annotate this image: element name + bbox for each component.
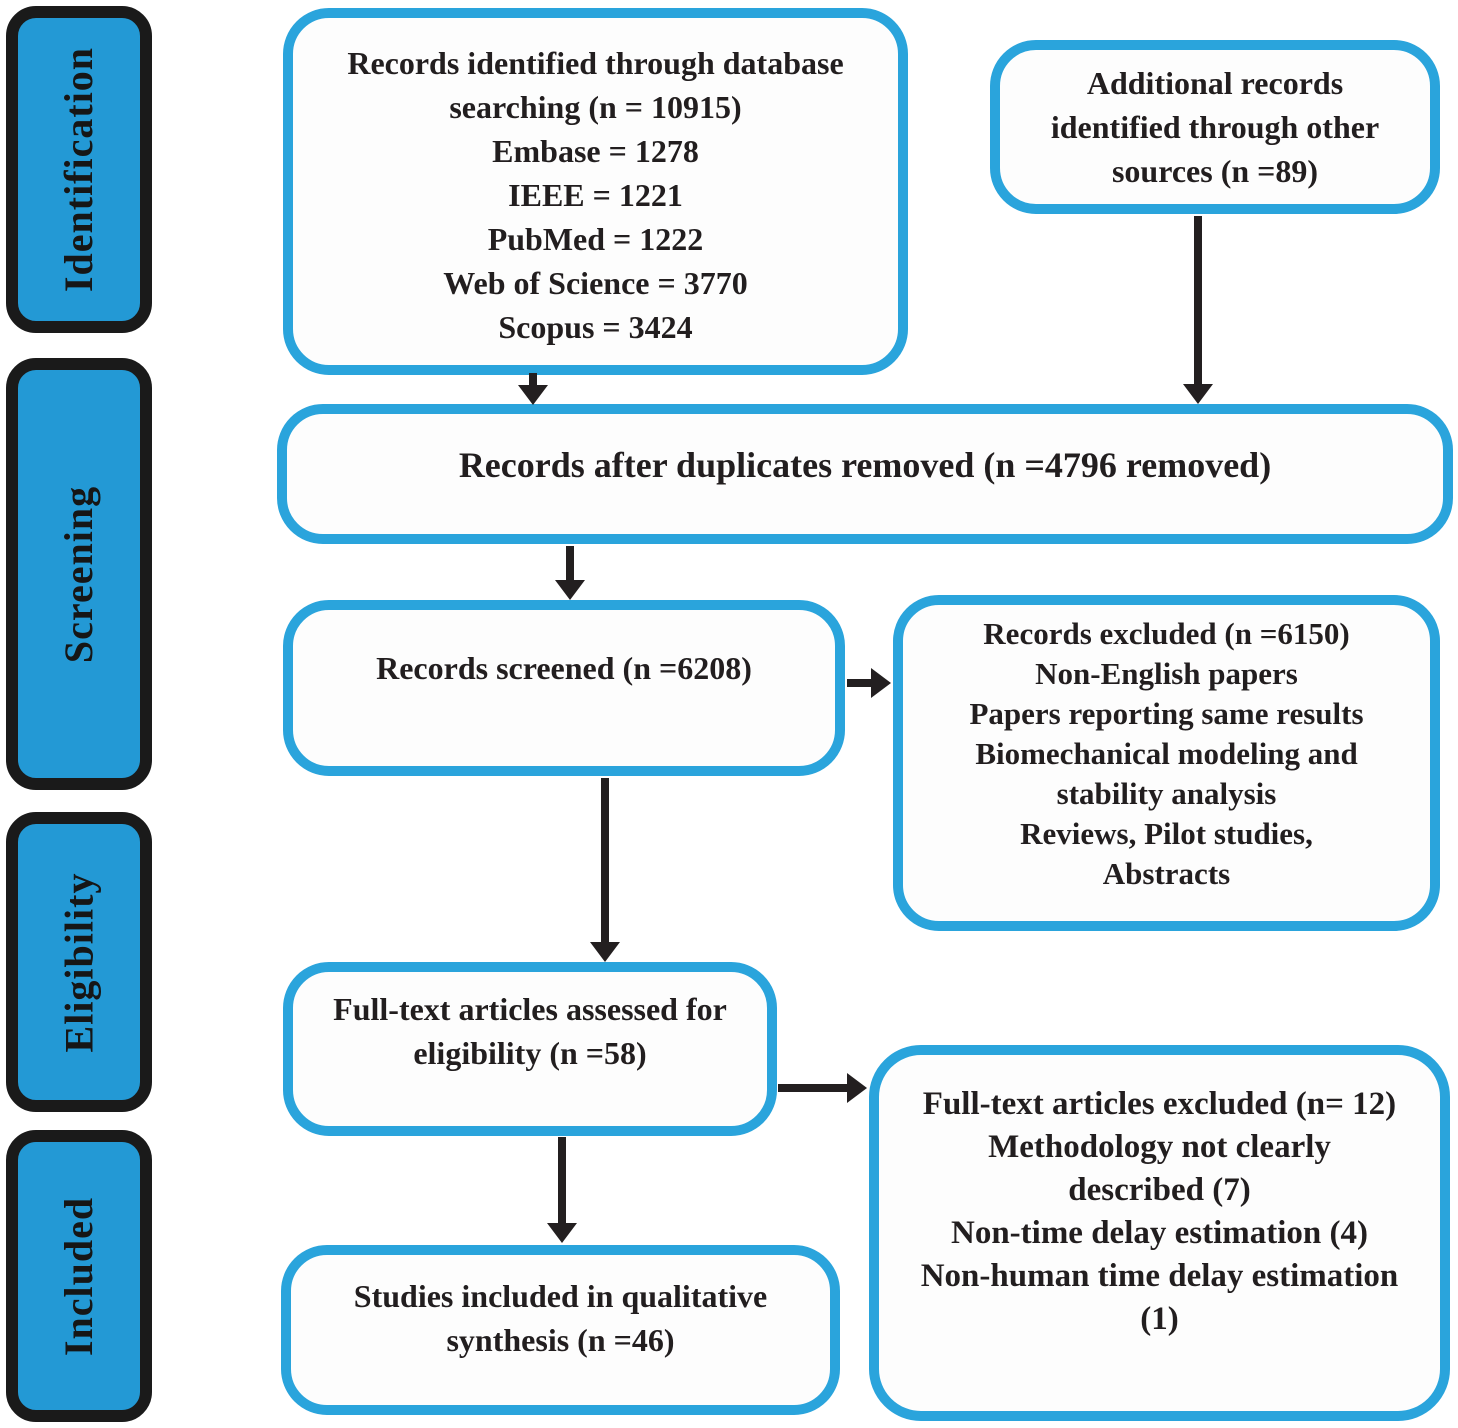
arrow-duplicates-to-screened: [555, 546, 585, 600]
stage-identification-label: Identification: [56, 46, 102, 293]
arrow-head: [847, 1073, 867, 1103]
box-line: Biomechanical modeling and: [975, 736, 1358, 771]
box-line: Non-human time delay estimation: [920, 1258, 1399, 1294]
arrow-shaft: [1194, 216, 1202, 386]
stage-identification: Identification: [6, 6, 152, 333]
arrow-shaft: [558, 1137, 566, 1225]
stage-eligibility-label: Eligibility: [56, 872, 102, 1052]
arrow-identified-to-duplicates: [518, 373, 548, 405]
arrow-shaft: [601, 778, 609, 944]
box-line: Records excluded (n =6150): [983, 616, 1350, 651]
box-fulltext-excluded: Full-text articles excluded (n= 12) Meth…: [869, 1045, 1450, 1421]
box-line: sources (n =89): [1111, 153, 1319, 189]
arrow-fulltext-to-fulltext-excluded: [778, 1073, 867, 1103]
box-line: Scopus = 3424: [498, 308, 693, 345]
box-line: Embase = 1278: [492, 132, 699, 169]
arrow-additional-to-duplicates: [1183, 216, 1213, 404]
stage-screening-label: Screening: [56, 485, 102, 663]
arrow-head: [555, 580, 585, 600]
box-studies-included: Studies included in qualitative synthesi…: [281, 1245, 840, 1415]
arrow-head: [1183, 384, 1213, 404]
box-records-identified: Records identified through database sear…: [283, 8, 908, 375]
arrow-head: [590, 942, 620, 962]
box-line: Non-English papers: [1035, 656, 1298, 691]
box-line: (1): [1140, 1301, 1179, 1337]
box-line: Non-time delay estimation (4): [950, 1215, 1368, 1251]
box-line: searching (n = 10915): [449, 88, 742, 125]
box-line: identified through other: [1050, 109, 1380, 145]
box-line: Abstracts: [1102, 856, 1231, 891]
stage-screening: Screening: [6, 358, 152, 790]
arrow-head: [871, 668, 891, 698]
box-line: IEEE = 1221: [508, 176, 683, 213]
box-line: Reviews, Pilot studies,: [1020, 816, 1313, 851]
stage-included: Included: [6, 1130, 152, 1422]
box-records-excluded: Records excluded (n =6150) Non-English p…: [893, 595, 1440, 931]
arrow-screened-to-fulltext: [590, 778, 620, 962]
arrow-head: [547, 1223, 577, 1243]
box-fulltext-assessed: Full-text articles assessed for eligibil…: [283, 962, 777, 1136]
arrow-shaft: [847, 679, 873, 687]
box-line: described (7): [1068, 1172, 1251, 1208]
box-line: Methodology not clearly: [988, 1129, 1331, 1165]
box-line: stability analysis: [1056, 776, 1277, 811]
arrow-screened-to-excluded: [847, 668, 891, 698]
box-line: Papers reporting same results: [969, 696, 1364, 731]
box-line: Records identified through database: [347, 44, 844, 81]
stage-eligibility: Eligibility: [6, 812, 152, 1112]
box-records-screened: Records screened (n =6208): [283, 600, 845, 776]
stage-included-label: Included: [56, 1196, 102, 1356]
box-duplicates-removed: Records after duplicates removed (n =479…: [277, 404, 1453, 544]
box-line: eligibility (n =58): [413, 1035, 647, 1071]
arrow-fulltext-to-included: [547, 1137, 577, 1243]
arrow-shaft: [529, 373, 537, 387]
box-line: Studies included in qualitative: [353, 1278, 768, 1314]
arrow-head: [518, 385, 548, 405]
box-line: Full-text articles excluded (n= 12): [922, 1086, 1397, 1122]
arrow-shaft: [566, 546, 574, 582]
box-line: Additional records: [1086, 65, 1344, 101]
arrow-shaft: [778, 1084, 849, 1092]
box-line: synthesis (n =46): [446, 1322, 675, 1358]
box-line: Web of Science = 3770: [443, 264, 748, 301]
box-line: Records after duplicates removed (n =479…: [458, 445, 1272, 485]
box-additional-records: Additional records identified through ot…: [990, 40, 1440, 214]
box-line: Records screened (n =6208): [376, 650, 752, 686]
box-line: Full-text articles assessed for: [333, 991, 727, 1027]
box-line: PubMed = 1222: [487, 220, 704, 257]
